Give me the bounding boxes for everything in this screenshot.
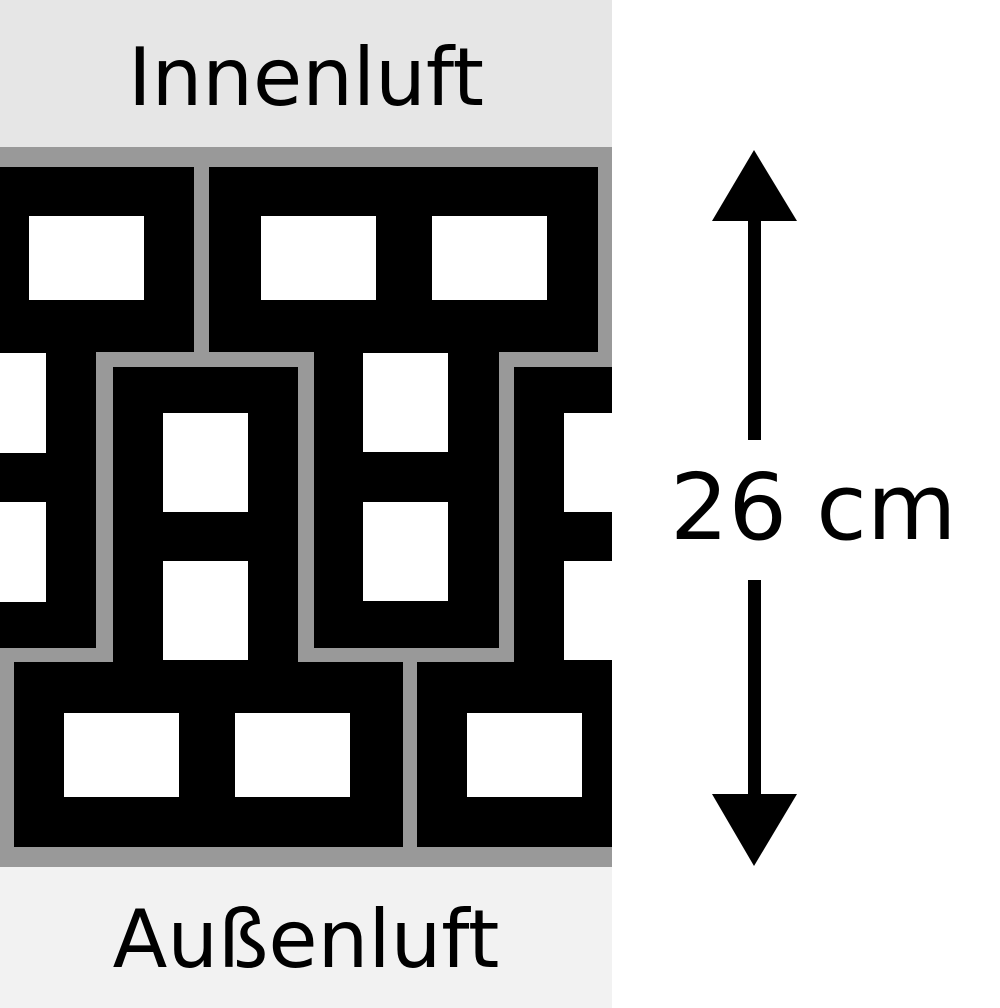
brick-hole xyxy=(564,561,612,660)
indoor-air-label: Innenluft xyxy=(128,30,484,124)
brick-hole xyxy=(0,353,46,453)
brick-hole xyxy=(432,216,547,300)
brick-hole xyxy=(564,413,612,512)
brick-hole xyxy=(29,216,144,300)
brick-hole xyxy=(261,216,376,300)
brick-hole xyxy=(467,713,582,797)
arrow-shaft-bottom xyxy=(748,580,761,796)
wall-thickness-label: 26 cm xyxy=(670,454,957,561)
outdoor-air-label: Außenluft xyxy=(112,892,500,986)
dimension-arrow xyxy=(712,150,797,866)
brick-hole xyxy=(0,502,46,602)
arrow-down-icon xyxy=(712,794,797,866)
brick-hole xyxy=(363,353,448,452)
outdoor-air-zone: Außenluft xyxy=(0,867,612,1008)
arrow-shaft-top xyxy=(748,219,761,440)
brick-hole xyxy=(235,713,350,797)
brick-hole xyxy=(363,502,448,601)
brick-hole xyxy=(163,413,248,512)
indoor-air-zone: Innenluft xyxy=(0,0,612,147)
brick-hole xyxy=(64,713,179,797)
arrow-up-icon xyxy=(712,150,797,221)
brick-hole xyxy=(163,561,248,660)
